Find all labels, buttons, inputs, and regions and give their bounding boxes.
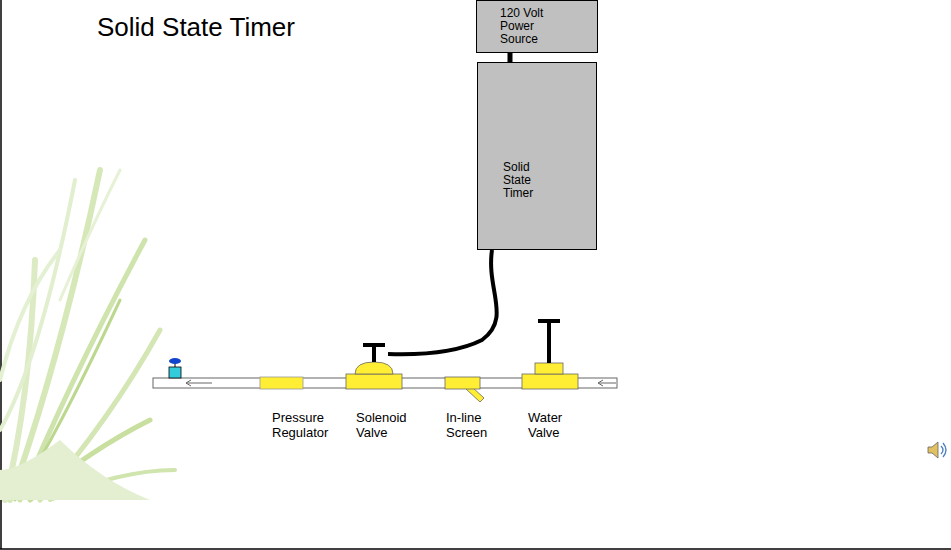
power-cord: [510, 53, 511, 62]
part-label: In-line Screen: [446, 410, 496, 440]
box-text: Solid State Timer: [503, 161, 547, 200]
power-source-box: 120 Volt Power Source: [476, 0, 598, 53]
slide-title: Solid State Timer: [97, 12, 295, 43]
timer-box: Solid State Timer: [477, 62, 597, 250]
solenoid-valve: [346, 343, 402, 389]
control-wire: [388, 250, 497, 354]
speaker-icon: [928, 442, 946, 458]
sprinkler-head: [169, 358, 181, 378]
pressure-regulator: [260, 377, 303, 389]
grass-decoration: [0, 170, 175, 500]
part-label: Solenoid Valve: [356, 410, 414, 440]
page-border: [0, 0, 2, 549]
box-text: 120 Volt Power Source: [500, 7, 562, 46]
water-valve: [522, 319, 578, 389]
part-label: Water Valve: [528, 410, 578, 440]
inline-screen: [445, 377, 484, 402]
page-border: [0, 548, 951, 550]
part-label: Pressure Regulator: [272, 410, 338, 440]
